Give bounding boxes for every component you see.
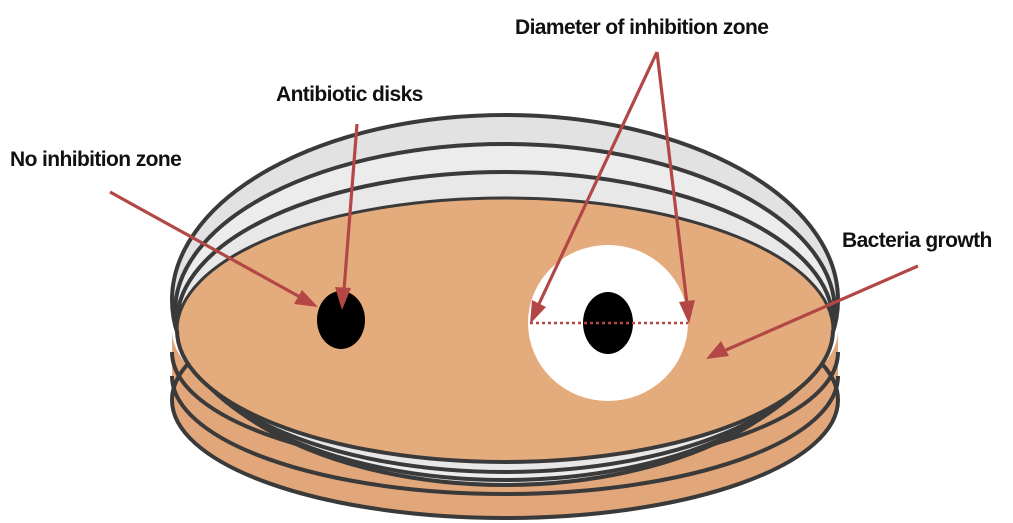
- inhibition-zone-group: [528, 245, 688, 401]
- label-no-inhibition-zone: No inhibition zone: [10, 148, 181, 171]
- label-diameter-of-inhibition-zone: Diameter of inhibition zone: [515, 16, 768, 39]
- label-bacteria-growth: Bacteria growth: [842, 229, 992, 252]
- label-antibiotic-disks: Antibiotic disks: [276, 83, 423, 106]
